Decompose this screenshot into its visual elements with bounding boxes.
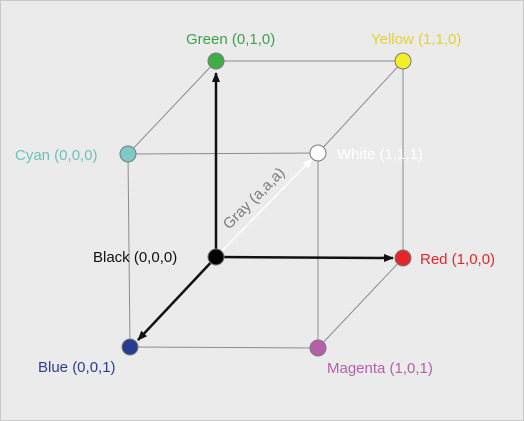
vertex-white xyxy=(309,144,327,162)
label-gray-diagonal: Gray (a,a,a) xyxy=(220,164,289,233)
vertex-blue xyxy=(121,338,139,356)
label-magenta: Magenta (1,0,1) xyxy=(327,360,433,377)
vertex-yellow xyxy=(394,52,412,70)
vertex-labels: Green (0,1,0) Yellow (1,1,0) Cyan (0,0,0… xyxy=(15,31,495,377)
label-white: White (1,1,1) xyxy=(337,146,423,163)
cube-edges xyxy=(127,60,404,349)
axis-arrows xyxy=(137,72,394,341)
arrow-to-red xyxy=(215,253,394,262)
label-green: Green (0,1,0) xyxy=(186,31,275,48)
vertex-magenta xyxy=(309,339,327,357)
arrow-to-blue xyxy=(137,256,217,341)
label-black: Black (0,0,0) xyxy=(93,249,177,266)
label-cyan: Cyan (0,0,0) xyxy=(15,147,98,164)
edge-cyan-white xyxy=(127,152,319,155)
vertices xyxy=(119,52,412,357)
label-yellow: Yellow (1,1,0) xyxy=(371,31,461,48)
edge-magenta-red xyxy=(317,257,404,349)
edge-blue-magenta xyxy=(129,346,319,349)
vertex-red xyxy=(394,249,412,267)
vertex-black xyxy=(207,248,225,266)
vertex-cyan xyxy=(119,145,137,163)
edge-yellow-white xyxy=(317,60,404,154)
vertex-green xyxy=(207,52,225,70)
label-blue: Blue (0,0,1) xyxy=(38,359,116,376)
edge-cyan-blue xyxy=(127,153,131,348)
gray-diagonal-arrow xyxy=(215,158,313,258)
edge-cyan-green xyxy=(127,60,217,155)
label-red: Red (1,0,0) xyxy=(420,251,495,268)
